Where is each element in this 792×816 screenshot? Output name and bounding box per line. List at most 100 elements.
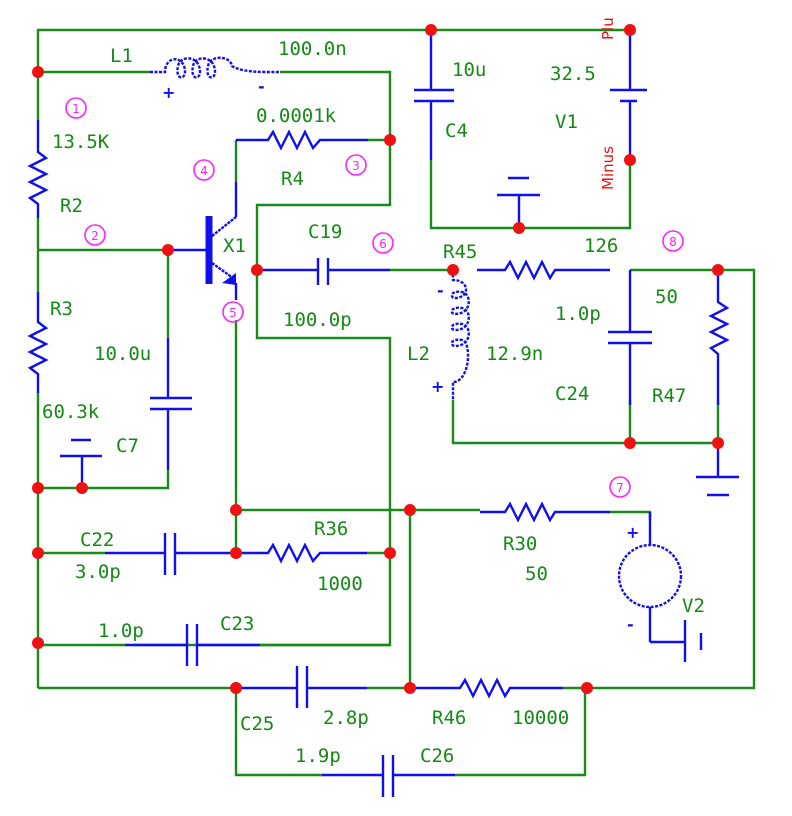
R47-value: 50 <box>655 286 678 308</box>
capacitor-C4[interactable] <box>414 30 454 160</box>
V2-minus: - <box>627 615 634 634</box>
capacitor-C19[interactable] <box>257 258 390 285</box>
labels: L1 100.0n + - 0.0001k R4 13.5K R2 X1 C19… <box>42 17 705 767</box>
junction-dot <box>230 547 242 559</box>
node-marker-5[interactable]: 5 <box>222 301 244 323</box>
svg-text:7: 7 <box>616 481 624 495</box>
resistor-R36[interactable] <box>236 542 367 564</box>
R36-name: R36 <box>314 518 348 540</box>
junction-dot <box>76 482 88 494</box>
C19-value: 100.0p <box>283 309 352 331</box>
resistor-R3[interactable] <box>27 292 49 393</box>
R3-value: 60.3k <box>42 401 100 423</box>
node-marker-6[interactable]: 6 <box>372 232 394 254</box>
C24-value: 1.0p <box>555 303 601 325</box>
R4-value: 0.0001k <box>256 105 337 127</box>
C26-name: C26 <box>420 745 454 767</box>
resistor-R4[interactable] <box>236 129 368 151</box>
R46-name: R46 <box>432 707 466 729</box>
ground-icon <box>696 443 739 497</box>
voltage-source-V2[interactable] <box>617 512 703 662</box>
V2-name: V2 <box>682 595 705 617</box>
V1-name: V1 <box>555 111 578 133</box>
C4-value: 10u <box>452 59 486 81</box>
junction-dot <box>447 264 459 276</box>
C25-value: 2.8p <box>323 707 369 729</box>
inductor-L2[interactable] <box>450 270 470 400</box>
R3-name: R3 <box>50 298 73 320</box>
junction-dot <box>384 547 396 559</box>
node-marker-2[interactable]: 2 <box>84 224 106 246</box>
V1-value: 32.5 <box>550 63 596 85</box>
resistor-R2[interactable] <box>27 120 49 218</box>
junction-dot <box>32 547 44 559</box>
R47-name: R47 <box>652 385 686 407</box>
C22-value: 3.0p <box>75 561 121 583</box>
resistor-R47[interactable] <box>708 270 730 405</box>
junction-dot <box>230 682 242 694</box>
C24-name: C24 <box>555 383 589 405</box>
junction-dot <box>162 244 174 256</box>
C23-value: 1.0p <box>98 620 144 642</box>
svg-text:3: 3 <box>352 159 360 173</box>
capacitor-C7[interactable] <box>150 338 192 470</box>
ground-icon <box>60 438 102 488</box>
R2-value: 13.5K <box>52 131 110 153</box>
junction-dot <box>624 24 636 36</box>
wire <box>38 470 170 490</box>
resistor-R30[interactable] <box>480 501 610 523</box>
emitter-arrow-icon <box>222 273 236 285</box>
V2-plus: + <box>626 523 639 542</box>
R4-name: R4 <box>281 168 304 190</box>
junction-dot <box>32 482 44 494</box>
junction-dot <box>230 504 242 516</box>
junction-dot <box>251 264 263 276</box>
V1-plus-label: Plu <box>599 17 617 40</box>
R36-value: 1000 <box>317 573 363 595</box>
C4-name: C4 <box>445 120 468 142</box>
L1-plus: + <box>162 83 175 102</box>
junctions <box>32 24 724 694</box>
L1-name: L1 <box>110 45 133 67</box>
junction-dot <box>624 437 636 449</box>
wire <box>455 688 587 777</box>
R30-name: R30 <box>503 533 537 555</box>
capacitor-C22[interactable] <box>105 533 236 575</box>
node-marker-3[interactable]: 3 <box>345 154 367 176</box>
wire <box>587 268 756 690</box>
battery-V1[interactable] <box>610 30 647 160</box>
junction-dot <box>581 682 593 694</box>
L2-plus: + <box>431 377 444 396</box>
inductor-L1[interactable] <box>150 56 280 79</box>
L1-value: 100.0n <box>278 38 347 60</box>
junction-dot <box>513 222 525 234</box>
junction-dot <box>712 437 724 449</box>
resistor-R46[interactable] <box>410 677 563 699</box>
capacitor-C24[interactable] <box>608 270 652 405</box>
transistor-X1[interactable] <box>168 182 238 300</box>
C26-value: 1.9p <box>295 745 341 767</box>
junction-dot <box>32 637 44 649</box>
capacitor-C26[interactable] <box>322 755 455 797</box>
ground-icon <box>497 176 540 228</box>
node-marker-8[interactable]: 8 <box>662 230 684 252</box>
node-marker-4[interactable]: 4 <box>193 159 215 181</box>
resistor-R45[interactable] <box>477 259 610 281</box>
V1-minus-label: Minus <box>599 146 617 190</box>
node-marker-1[interactable]: 1 <box>65 97 87 119</box>
junction-dot <box>404 504 416 516</box>
R46-value: 10000 <box>512 707 569 729</box>
junction-dot <box>624 154 636 166</box>
C7-name: C7 <box>116 435 139 457</box>
svg-text:4: 4 <box>200 164 208 178</box>
junction-dot <box>712 264 724 276</box>
C25-name: C25 <box>240 713 274 735</box>
node-marker-7[interactable]: 7 <box>609 476 631 498</box>
junction-dot <box>425 24 437 36</box>
C22-name: C22 <box>80 529 114 551</box>
capacitor-C25[interactable] <box>240 666 367 708</box>
svg-text:6: 6 <box>379 237 387 251</box>
C7-value: 10.0u <box>94 343 151 365</box>
capacitor-C23[interactable] <box>125 624 260 666</box>
